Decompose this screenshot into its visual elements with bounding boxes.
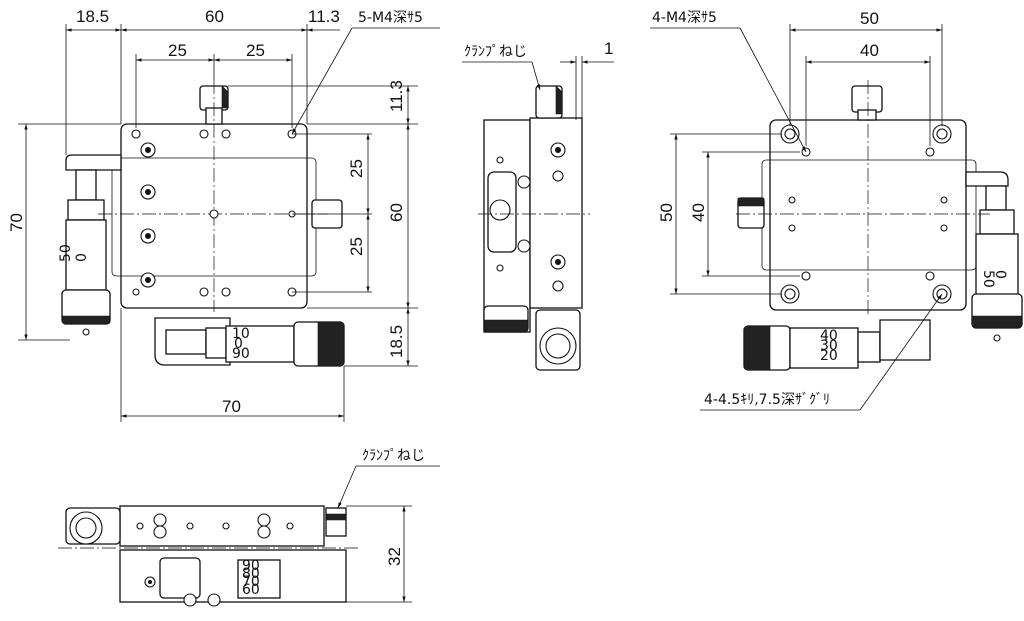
dim-50-left: 50 <box>657 203 676 222</box>
dim-25-v-lower: 25 <box>347 237 366 256</box>
micrometer-scale-label: 0 <box>74 253 90 262</box>
dim-70-left: 70 <box>7 213 26 232</box>
side-view: ｸﾗﾝﾌﾟねじ 1 <box>462 39 614 371</box>
clamp-screw-shade <box>221 85 229 109</box>
micrometer-scale-label: 0 <box>234 336 243 352</box>
micrometer-scale-label: 60 <box>242 582 260 598</box>
bottom-view: 50 0 40 30 20 <box>650 9 1023 411</box>
micrometer-scale-label: 40 <box>820 328 838 344</box>
dim-40-top: 40 <box>860 41 879 60</box>
micrometer-scale-label: 90 <box>232 346 250 362</box>
micrometer-scale-label: 0 <box>992 270 1008 279</box>
side-holes <box>496 142 566 292</box>
micrometer-scale-label: 50 <box>58 244 74 262</box>
dim-32: 32 <box>385 547 404 566</box>
dim-11-3-right: 11.3 <box>387 80 406 112</box>
front-holes <box>136 513 294 607</box>
micrometer-scale-label: 90 <box>242 558 260 574</box>
dim-50-top: 50 <box>860 9 879 28</box>
micrometer-scale-label: 10 <box>232 326 250 342</box>
bottom-holes <box>780 124 952 304</box>
left-micrometer: 50 0 <box>58 169 111 336</box>
micrometer-scale-label: 30 <box>820 338 838 354</box>
dim-25-v-upper: 25 <box>347 159 366 178</box>
top-holes <box>131 129 297 297</box>
dim-60-right: 60 <box>387 203 406 222</box>
micrometer-scale-label: 50 <box>980 270 996 288</box>
note-counterbore: 4-4.5ｷﾘ,7.5深ｻﾞｸﾞﾘ <box>704 392 830 408</box>
dim-11-3-top: 11.3 <box>308 7 340 26</box>
micrometer-scale-label: 20 <box>820 348 838 364</box>
dim-1: 1 <box>604 39 613 58</box>
left-clamp-arm <box>65 154 122 171</box>
dim-70-bottom: 70 <box>222 397 241 416</box>
bottom-view-bottom-micrometer: 40 30 20 <box>743 319 931 371</box>
micrometer-scale-label: 70 <box>242 574 260 590</box>
note-4-m4: 4-M4深ｻ5 <box>652 10 717 26</box>
front-lower-body <box>119 549 347 603</box>
note-5-m4: 5-M4深ｻ5 <box>358 10 423 26</box>
bottom-micrometer: 10 0 90 <box>154 317 345 367</box>
note-clamp-screw-front: ｸﾗﾝﾌﾟねじ <box>362 448 425 464</box>
dim-18-5-right: 18.5 <box>387 325 406 358</box>
front-view: 90 80 70 60 ｸﾗﾝﾌﾟねじ 32 <box>58 448 440 607</box>
top-view: 50 0 10 0 90 <box>7 7 440 422</box>
dim-18-5-top: 18.5 <box>76 7 109 26</box>
dim-25-right: 25 <box>246 41 265 60</box>
note-clamp-screw-side: ｸﾗﾝﾌﾟねじ <box>464 44 527 60</box>
dim-40-left: 40 <box>689 203 708 222</box>
dim-60-top: 60 <box>205 7 224 26</box>
dim-25-left: 25 <box>168 41 187 60</box>
bottom-view-right-micrometer: 50 0 <box>965 171 1023 342</box>
micrometer-scale-label: 80 <box>242 566 260 582</box>
